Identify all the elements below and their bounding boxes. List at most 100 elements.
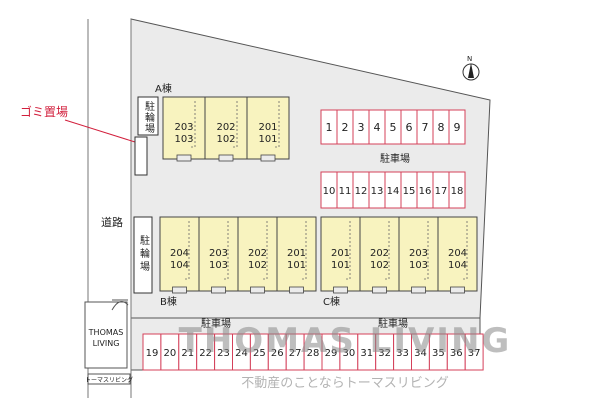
- parking-label-lower-left: 駐車場: [201, 317, 231, 330]
- building-a-label: A棟: [155, 82, 172, 95]
- watermark-main: THOMAS LIVING: [179, 321, 512, 361]
- parking-space-number: 22: [199, 348, 212, 359]
- parking-space-number: 3: [358, 121, 365, 134]
- parking-space-number: 17: [435, 186, 448, 197]
- parking-space-number: 10: [323, 186, 336, 197]
- room-number-upper: 204: [448, 248, 467, 259]
- parking-space-number: 12: [355, 186, 368, 197]
- parking-space-number: 2: [342, 121, 349, 134]
- watermark-sub: 不動産のことならトーマスリビング: [241, 375, 449, 391]
- room-number-lower: 104: [448, 260, 467, 271]
- room-number-upper: 202: [216, 122, 235, 133]
- parking-space-number: 25: [253, 348, 266, 359]
- logo-caption-box: [87, 373, 131, 385]
- parking-space-number: 36: [450, 348, 463, 359]
- room-number-upper: 201: [287, 248, 306, 259]
- logo-caption: トーマスリビング: [85, 376, 133, 384]
- thomas-living-logo: THOMAS LIVING: [84, 301, 128, 369]
- parking-space-number: 21: [181, 348, 194, 359]
- parking-space-number: 4: [374, 121, 381, 134]
- room-number-upper: 202: [370, 248, 389, 259]
- parking-space: 12: [352, 171, 370, 209]
- parking-space: 18: [448, 171, 466, 209]
- parking-space: 5: [384, 109, 402, 145]
- parking-space-number: 15: [403, 186, 416, 197]
- parking-space-number: 19: [146, 348, 159, 359]
- room-number-lower: 102: [248, 260, 267, 271]
- room-number-upper: 202: [248, 248, 267, 259]
- building-b-label: B棟: [160, 295, 177, 308]
- parking-space-number: 30: [342, 348, 355, 359]
- parking-space-number: 18: [451, 186, 464, 197]
- logo-line2: LIVING: [93, 339, 120, 348]
- room-number-upper: 203: [209, 248, 228, 259]
- parking-space-number: 31: [360, 348, 373, 359]
- parking-space-number: 5: [390, 121, 397, 134]
- parking-space: 2: [336, 109, 354, 145]
- room-number-upper: 203: [174, 122, 193, 133]
- parking-space-number: 8: [438, 121, 445, 134]
- parking-space-number: 1: [326, 121, 333, 134]
- parking-space: 16: [416, 171, 434, 209]
- room-number-upper: 204: [170, 248, 189, 259]
- garbage-station: [134, 136, 148, 176]
- room-number-lower: 101: [258, 134, 277, 145]
- building-c-label: C棟: [323, 295, 340, 308]
- parking-space-number: 14: [387, 186, 400, 197]
- parking-space-number: 11: [339, 186, 352, 197]
- room-number-lower: 103: [209, 260, 228, 271]
- parking-label-upper: 駐車場: [380, 152, 410, 165]
- bicycle-parking-a-label: 駐輪場: [143, 100, 155, 134]
- parking-space-number: 6: [406, 121, 413, 134]
- parking-space-number: 23: [217, 348, 230, 359]
- parking-space-number: 24: [235, 348, 248, 359]
- room-number-lower: 103: [409, 260, 428, 271]
- parking-space-number: 32: [378, 348, 391, 359]
- parking-space-number: 16: [419, 186, 432, 197]
- parking-space: 31: [357, 333, 377, 371]
- parking-space: 13: [368, 171, 386, 209]
- parking-space: 20: [160, 333, 180, 371]
- bicycle-parking-b: [133, 216, 153, 294]
- room-number-lower: 102: [216, 134, 235, 145]
- parking-space-number: 28: [307, 348, 320, 359]
- gate-arc: [111, 300, 129, 311]
- parking-space-number: 29: [325, 348, 338, 359]
- parking-space: 4: [368, 109, 386, 145]
- parking-space: 10: [320, 171, 338, 209]
- parking-space: 9: [448, 109, 466, 145]
- parking-space: 1: [320, 109, 338, 145]
- parking-space-number: 13: [371, 186, 384, 197]
- parking-space-number: 26: [271, 348, 284, 359]
- north-label: N: [467, 55, 472, 63]
- parking-space: 8: [432, 109, 450, 145]
- parking-space: 7: [416, 109, 434, 145]
- parking-space: 36: [446, 333, 466, 371]
- parking-space: 17: [432, 171, 450, 209]
- room-number-lower: 102: [370, 260, 389, 271]
- parking-space: 3: [352, 109, 370, 145]
- bicycle-parking-a: [137, 96, 159, 136]
- logo-line1: THOMAS: [88, 328, 124, 337]
- parking-space-number: 27: [289, 348, 302, 359]
- parking-space: 11: [336, 171, 354, 209]
- parking-space-number: 37: [468, 348, 481, 359]
- parking-space: 32: [375, 333, 395, 371]
- parking-space-number: 33: [396, 348, 409, 359]
